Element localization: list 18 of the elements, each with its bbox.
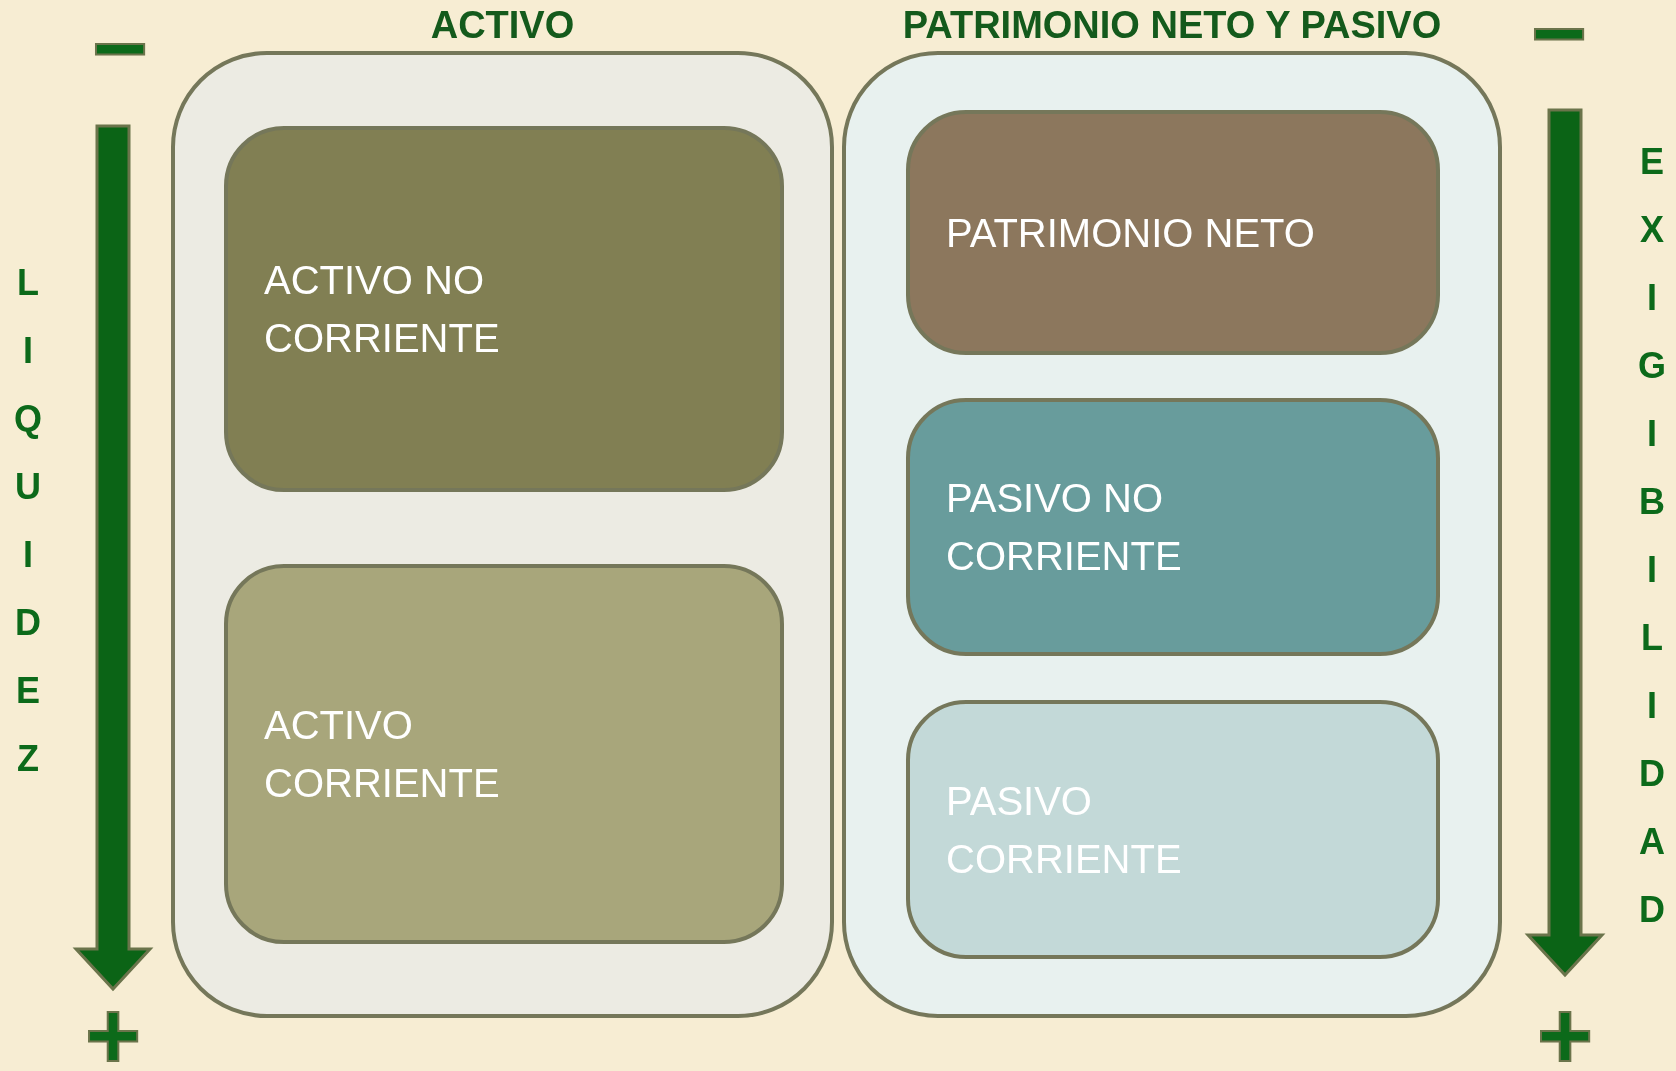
box-label: ACTIVO CORRIENTE	[264, 702, 501, 807]
category-box	[906, 110, 1440, 355]
category-box	[224, 564, 784, 944]
sign-symbol: +	[1536, 1001, 1594, 1071]
panel-heading: PATRIMONIO NETO Y PASIVO	[901, 3, 1443, 47]
box-label: PATRIMONIO NETO	[946, 209, 1316, 257]
box-label: PASIVO CORRIENTE	[946, 777, 1183, 883]
panel-heading: ACTIVO	[429, 3, 576, 47]
box-label: PASIVO NO CORRIENTE	[946, 475, 1183, 580]
sign-symbol: −	[1530, 0, 1588, 68]
sign-symbol: −	[91, 13, 149, 83]
sign-symbol: +	[84, 1001, 142, 1071]
category-box	[906, 398, 1440, 656]
category-box	[906, 700, 1440, 959]
axis-label: LIQUIDEZ	[13, 261, 43, 781]
box-label: ACTIVO NO CORRIENTE	[264, 257, 501, 362]
category-box	[224, 126, 784, 492]
axis-label: EXIGIBILIDAD	[1637, 140, 1667, 932]
